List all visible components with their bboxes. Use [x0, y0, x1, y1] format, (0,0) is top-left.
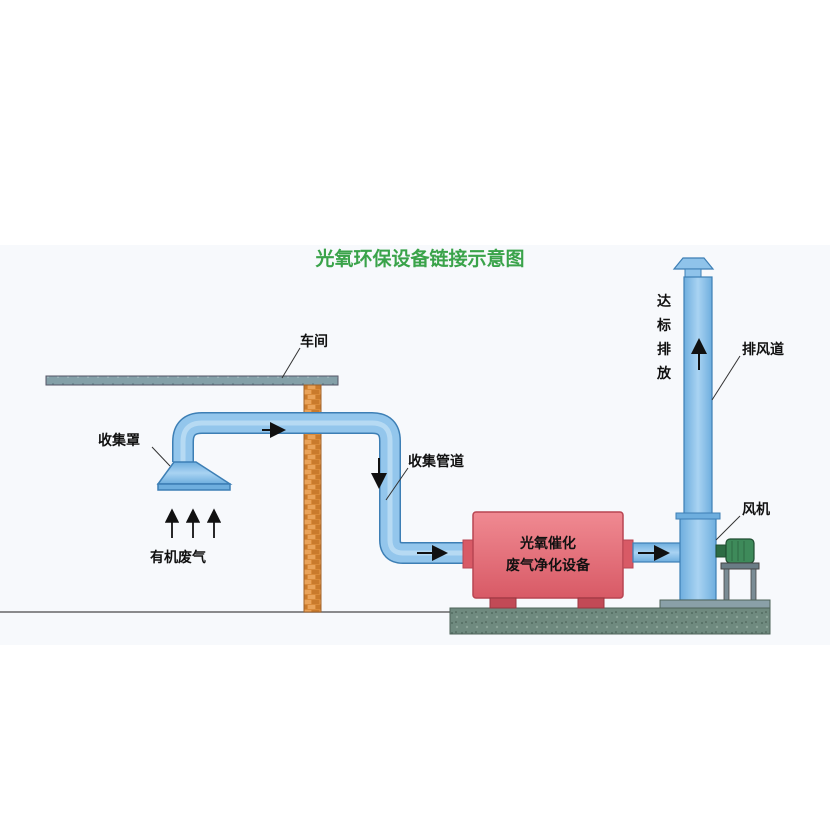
- device-inlet-flange: [462, 539, 474, 569]
- stack-cap-neck: [684, 268, 702, 278]
- device-label-line2: 废气净化设备: [506, 557, 591, 574]
- fan-platform: [659, 599, 771, 609]
- label-fan: 风机: [742, 501, 770, 518]
- fan-housing-flange: [675, 512, 721, 520]
- device-leg-left: [489, 597, 517, 609]
- motor-base: [720, 562, 760, 570]
- exhaust-stack: [683, 276, 713, 518]
- label-organic-gas: 有机废气: [150, 549, 206, 566]
- label-exhaust-pipe: 排风道: [742, 341, 784, 358]
- collection-hood-rim: [157, 483, 231, 491]
- label-workshop: 车间: [300, 333, 328, 350]
- leader-line: [281, 347, 301, 379]
- diagram-title: 光氧环保设备链接示意图: [314, 247, 524, 270]
- brick-wall: [303, 384, 322, 613]
- motor-stand-leg: [723, 568, 730, 601]
- device-leg-right: [577, 597, 605, 609]
- motor-stand-leg: [750, 568, 757, 601]
- label-emission-char: 排: [657, 341, 671, 358]
- leader-line: [385, 467, 409, 501]
- device-outlet-flange: [622, 539, 634, 569]
- device-label-line1: 光氧催化: [519, 535, 576, 552]
- label-collection-duct: 收集管道: [408, 453, 464, 470]
- fan-housing: [679, 516, 717, 601]
- label-emission-char: 达: [657, 293, 671, 310]
- leader-line: [715, 515, 741, 541]
- label-collection-hood: 收集罩: [98, 432, 140, 449]
- label-emission-char: 标: [656, 317, 671, 334]
- motor-coupling: [715, 544, 727, 558]
- ground-slab: [449, 607, 771, 635]
- leader-line: [151, 446, 171, 467]
- label-emission-char: 放: [656, 365, 672, 382]
- purification-device: [472, 511, 624, 599]
- motor-icon: [725, 538, 755, 564]
- leader-line: [711, 355, 741, 401]
- workshop-roof: [45, 375, 339, 386]
- collection-duct-highlight: [180, 420, 470, 556]
